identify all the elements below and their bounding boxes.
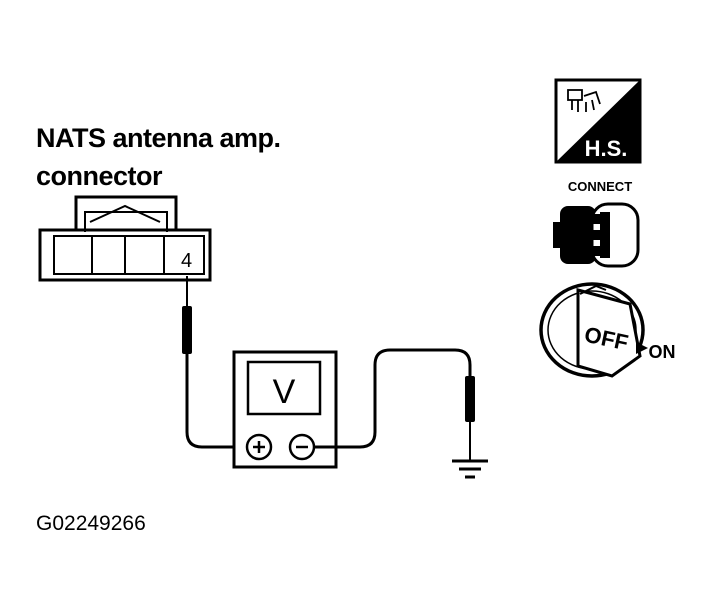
ignition-on-label: ON bbox=[649, 342, 676, 362]
diagram-title-line1: NATS antenna amp. bbox=[36, 123, 281, 153]
voltmeter-symbol: V bbox=[273, 373, 296, 411]
positive-lead-wire bbox=[185, 354, 246, 449]
connector-terminal-label: 4 bbox=[181, 250, 192, 272]
negative-lead-wire bbox=[314, 348, 472, 449]
voltmeter: V bbox=[232, 350, 338, 469]
arrow-right-icon bbox=[636, 342, 648, 354]
ground-symbol-icon bbox=[452, 459, 488, 479]
diagram-title-line2: connector bbox=[36, 161, 163, 191]
figure-code: G02249266 bbox=[36, 512, 146, 535]
hs-harness-icon: H.S. bbox=[554, 78, 642, 164]
connect-label: CONNECT bbox=[568, 179, 632, 194]
connector-body bbox=[38, 195, 212, 282]
negative-probe bbox=[465, 376, 475, 460]
hs-label: H.S. bbox=[585, 136, 628, 161]
positive-probe bbox=[182, 276, 192, 354]
connect-plug-icon bbox=[553, 202, 640, 268]
ignition-switch-icon: OFF ON bbox=[539, 282, 676, 378]
